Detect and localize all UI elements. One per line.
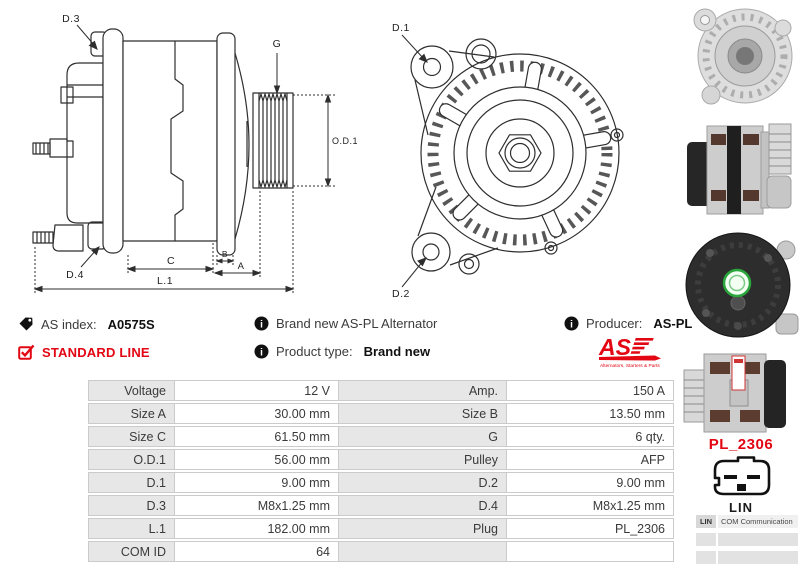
spec-label: Pulley: [339, 449, 507, 470]
spec-value: 30.00 mm: [175, 403, 339, 424]
dim-label-c: C: [167, 255, 175, 267]
info-icon: i: [254, 316, 269, 331]
spec-label: O.D.1: [88, 449, 175, 470]
info-icon: i: [564, 316, 579, 331]
mounting-ear-d2: [411, 232, 451, 272]
green-sticker: [722, 268, 752, 298]
spec-value: M8x1.25 mm: [175, 495, 339, 516]
table-row: L.1 182.00 mm Plug PL_2306: [88, 518, 674, 539]
side-view-diagram: D.3 G O.D.1 D.4 C B A L.1: [32, 13, 358, 293]
spec-label: [339, 541, 507, 562]
producer-value: AS-PL: [653, 316, 693, 331]
lin-com-row: LIN COM Communication: [696, 515, 798, 528]
spec-value: 12 V: [175, 380, 339, 401]
spec-label: Size B: [339, 403, 507, 424]
mounting-ear-d1: [410, 45, 454, 89]
product-type-value: Brand new: [363, 344, 431, 359]
lin-com-table: LIN COM Communication: [696, 515, 798, 569]
spec-value: 6 qty.: [507, 426, 674, 447]
alternator-body-outline: [420, 53, 620, 253]
table-row: D.1 9.00 mm D.2 9.00 mm: [88, 472, 674, 493]
logo-text: AS: [598, 334, 632, 360]
product-photo-side2: [683, 353, 786, 433]
producer-row: i Producer: AS-PL: [564, 316, 692, 331]
plug-type-label: LIN: [729, 500, 753, 515]
spec-label: Voltage: [88, 380, 175, 401]
spec-label: COM ID: [88, 541, 175, 562]
standard-line-row: STANDARD LINE: [18, 344, 150, 360]
brand-new-row: i Brand new AS-PL Alternator: [254, 316, 437, 331]
as-index-value: A0575S: [107, 316, 155, 332]
shaft-nut: [498, 134, 542, 172]
terminal-stud: [32, 142, 51, 155]
spec-value: 56.00 mm: [175, 449, 339, 470]
table-row: O.D.1 56.00 mm Pulley AFP: [88, 449, 674, 470]
table-row: Size C 61.50 mm G 6 qty.: [88, 426, 674, 447]
dim-label-od1: O.D.1: [332, 136, 358, 146]
dim-label-d1: D.1: [392, 22, 410, 34]
spec-value: [507, 541, 674, 562]
product-photo-rear: [685, 232, 799, 338]
spec-value: 150 A: [507, 380, 674, 401]
spec-label: D.4: [339, 495, 507, 516]
spec-label: D.1: [88, 472, 175, 493]
logo-tagline: Alternators, Starters & Parts: [600, 363, 660, 369]
placeholder-row: [696, 533, 798, 546]
spec-label: D.2: [339, 472, 507, 493]
spec-value: AFP: [507, 449, 674, 470]
table-row: Voltage 12 V Amp. 150 A: [88, 380, 674, 401]
lin-value-cell: COM Communication: [718, 515, 798, 528]
dim-label-g: G: [273, 38, 282, 50]
table-row: D.3 M8x1.25 mm D.4 M8x1.25 mm: [88, 495, 674, 516]
dim-label-d3: D.3: [62, 13, 80, 25]
svg-text:i: i: [260, 320, 263, 331]
svg-text:i: i: [260, 348, 263, 359]
as-index-label: AS index:: [41, 316, 97, 332]
spec-value: 13.50 mm: [507, 403, 674, 424]
product-type-row: i Product type: Brand new: [254, 344, 430, 359]
spec-value: 61.50 mm: [175, 426, 339, 447]
product-photo-front: [693, 8, 793, 105]
spec-label: Size C: [88, 426, 175, 447]
lin-key-cell: LIN: [696, 515, 716, 528]
pulley: [252, 92, 294, 189]
checkbox-icon: [18, 344, 35, 360]
dim-label-a: A: [238, 261, 245, 272]
product-type-label: Product type:: [276, 344, 353, 359]
table-row: COM ID 64: [88, 541, 674, 562]
spec-value: 9.00 mm: [507, 472, 674, 493]
dim-label-l1: L.1: [157, 275, 173, 287]
spec-label: Plug: [339, 518, 507, 539]
spec-label: Amp.: [339, 380, 507, 401]
spec-value: 64: [175, 541, 339, 562]
plug-connector-icon: [713, 456, 771, 496]
spec-value: 182.00 mm: [175, 518, 339, 539]
placeholder-row: [696, 551, 798, 564]
product-photo-side: [687, 123, 792, 215]
front-view-diagram: D.1 D.2: [392, 22, 624, 300]
as-pl-logo: AS Alternators, Starters & Parts: [598, 334, 661, 369]
plug-code: PL_2306: [708, 436, 774, 453]
tag-icon: [19, 317, 33, 331]
spec-value: M8x1.25 mm: [507, 495, 674, 516]
producer-label: Producer:: [586, 316, 643, 331]
spec-table: Voltage 12 V Amp. 150 A Size A 30.00 mm …: [88, 378, 674, 564]
info-icon: i: [254, 344, 269, 359]
dim-label-d4: D.4: [66, 269, 84, 281]
dim-label-d2: D.2: [392, 288, 410, 300]
label-sticker: [731, 355, 746, 391]
vent-slot-ring: [427, 60, 613, 246]
spec-label: L.1: [88, 518, 175, 539]
spec-value: 9.00 mm: [175, 472, 339, 493]
spec-label: D.3: [88, 495, 175, 516]
table-row: Size A 30.00 mm Size B 13.50 mm: [88, 403, 674, 424]
spec-value: PL_2306: [507, 518, 674, 539]
dim-label-b: B: [222, 249, 228, 259]
spec-label: G: [339, 426, 507, 447]
brand-new-text: Brand new AS-PL Alternator: [276, 316, 438, 331]
standard-line-badge: STANDARD LINE: [42, 344, 150, 360]
as-index-row: AS index: A0575S: [18, 316, 155, 332]
spec-label: Size A: [88, 403, 175, 424]
svg-text:i: i: [570, 320, 573, 331]
